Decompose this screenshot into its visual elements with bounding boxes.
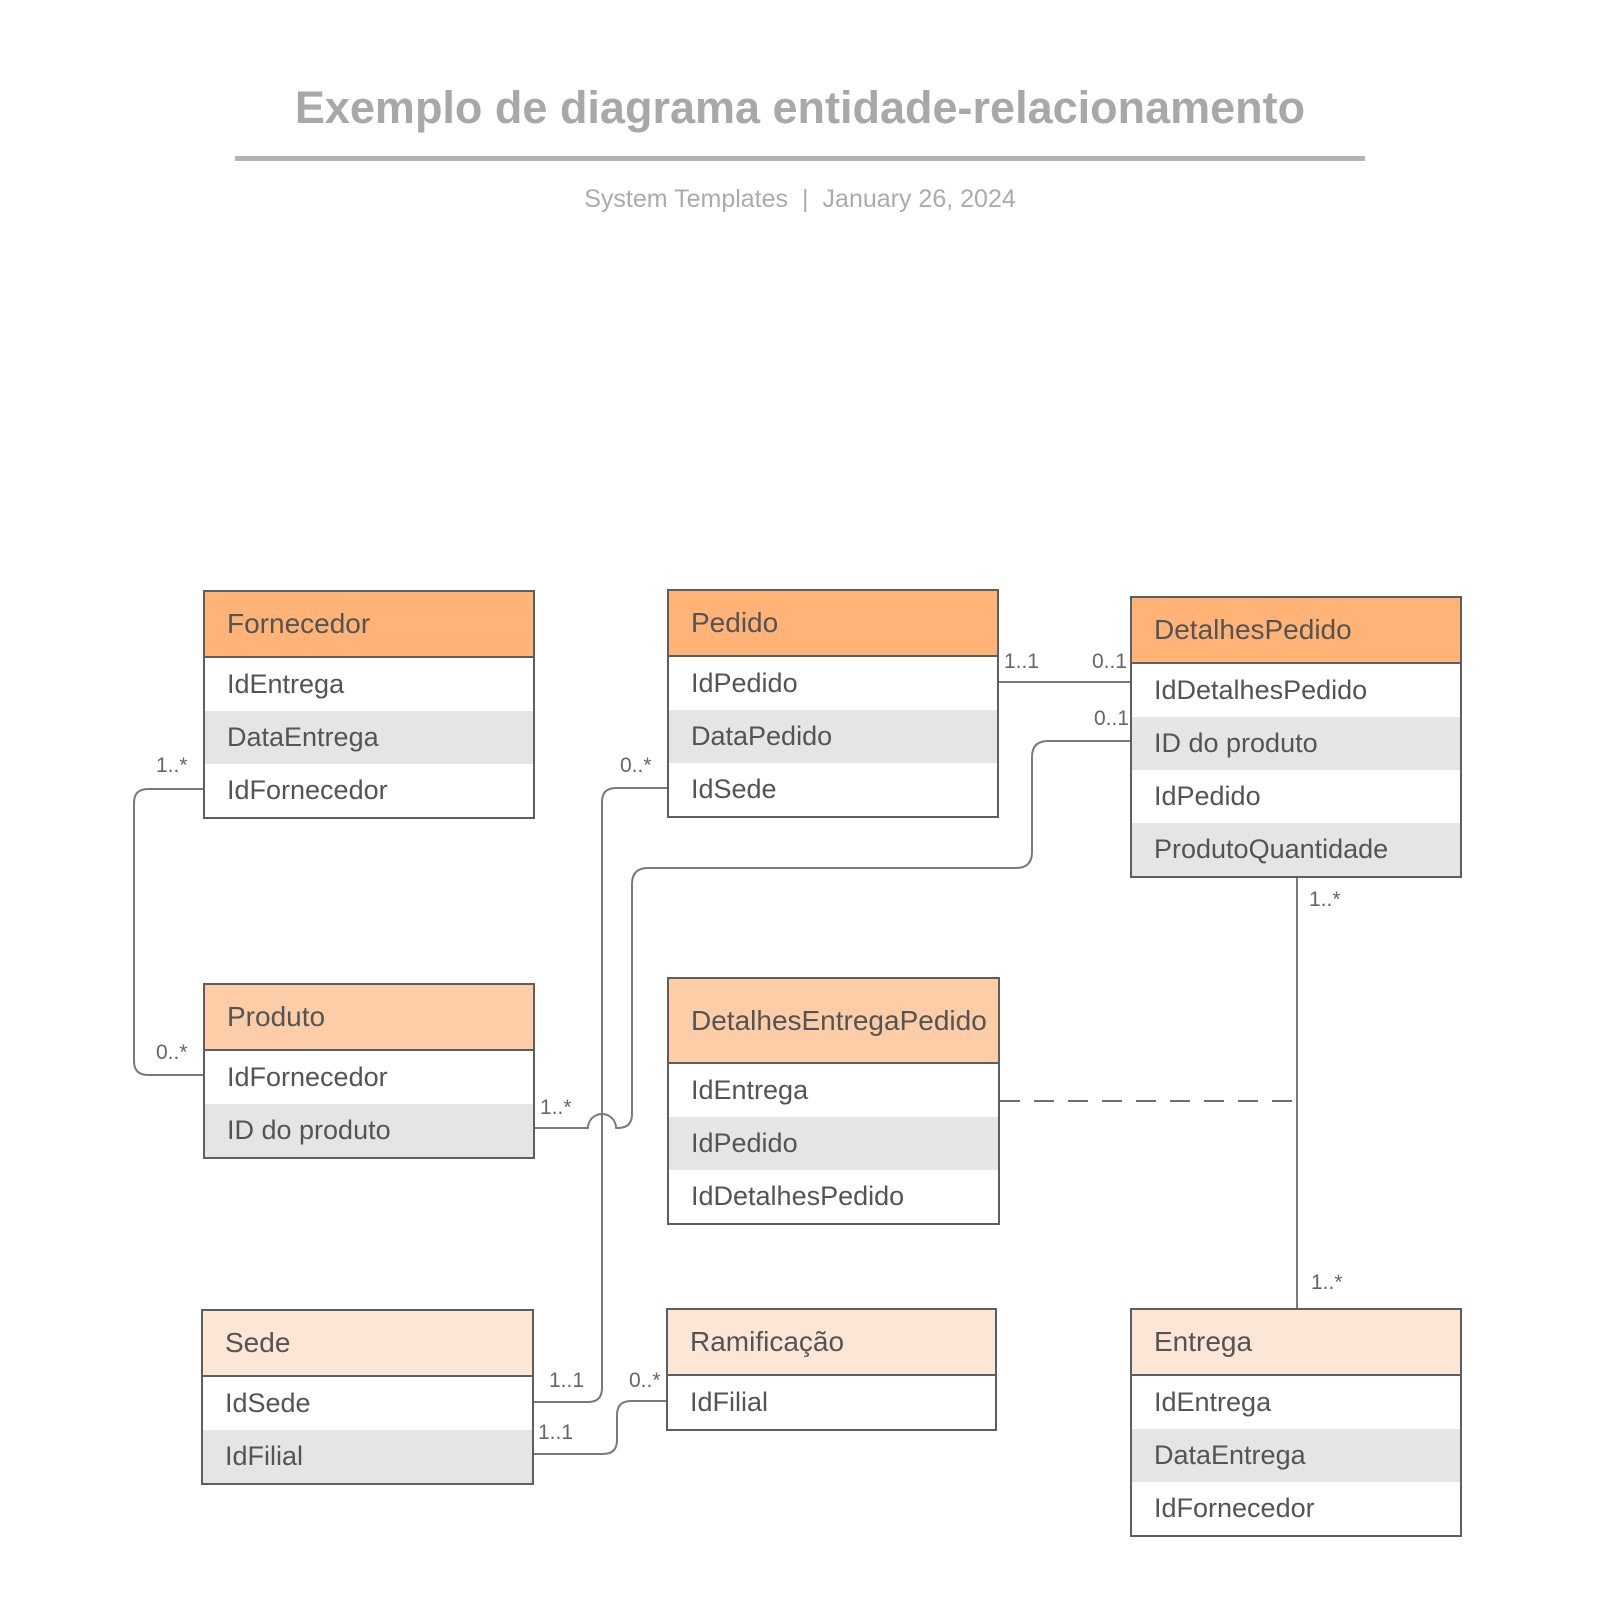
subtitle-separator: | (802, 185, 809, 213)
cardinality-label: 1..* (1311, 1271, 1343, 1294)
entity-title: Fornecedor (205, 592, 533, 658)
entity-pedido[interactable]: Pedido IdPedido DataPedido IdSede (667, 589, 999, 818)
field-row[interactable]: DataEntrega (205, 711, 533, 764)
entity-title: Produto (205, 985, 533, 1051)
field-row[interactable]: DataPedido (669, 710, 997, 763)
rel-produto-detalhespedido[interactable] (535, 740, 1130, 1129)
field-row[interactable]: IdDetalhesPedido (1132, 664, 1460, 717)
cardinality-label: 1..1 (549, 1369, 585, 1392)
entity-detalhesentregapedido[interactable]: DetalhesEntregaPedido IdEntrega IdPedido… (667, 977, 1000, 1225)
field-row[interactable]: IdEntrega (669, 1064, 998, 1117)
rel-fornecedor-produto[interactable] (133, 788, 203, 1076)
cardinality-label: 1..* (540, 1096, 572, 1119)
rel-ramificacao-sede[interactable] (534, 1400, 666, 1455)
byline: System Templates (584, 185, 789, 213)
subtitle: System Templates | January 26, 2024 (235, 185, 1365, 214)
entity-title: Sede (203, 1311, 532, 1377)
cardinality-label: 1..1 (538, 1421, 574, 1444)
field-row[interactable]: IdFornecedor (1132, 1482, 1460, 1535)
cardinality-label: 0..* (629, 1369, 661, 1392)
field-row[interactable]: IdDetalhesPedido (669, 1170, 998, 1223)
field-row[interactable]: IdFilial (203, 1430, 532, 1483)
entity-title: DetalhesEntregaPedido (669, 979, 998, 1064)
field-row[interactable]: IdPedido (669, 657, 997, 710)
date: January 26, 2024 (822, 185, 1016, 213)
entity-sede[interactable]: Sede IdSede IdFilial (201, 1309, 534, 1485)
field-row[interactable]: IdEntrega (1132, 1376, 1460, 1429)
entity-title: Pedido (669, 591, 997, 657)
field-row[interactable]: IdFornecedor (205, 764, 533, 817)
rel-pedido-sede[interactable] (534, 787, 667, 1403)
entity-detalhespedido[interactable]: DetalhesPedido IdDetalhesPedido ID do pr… (1130, 596, 1462, 878)
cardinality-label: 0..1 (1094, 707, 1130, 730)
entity-title: Entrega (1132, 1310, 1460, 1376)
cardinality-label: 0..* (620, 754, 652, 777)
field-row[interactable]: IdFornecedor (205, 1051, 533, 1104)
entity-produto[interactable]: Produto IdFornecedor ID do produto (203, 983, 535, 1159)
cardinality-label: 0..1 (1092, 650, 1128, 673)
field-row[interactable]: IdSede (669, 763, 997, 816)
title-block: Exemplo de diagrama entidade-relacioname… (235, 0, 1365, 214)
field-row[interactable]: ProdutoQuantidade (1132, 823, 1460, 876)
entity-title: Ramificação (668, 1310, 995, 1376)
entity-title: DetalhesPedido (1132, 598, 1460, 664)
field-row[interactable]: ID do produto (205, 1104, 533, 1157)
field-row[interactable]: DataEntrega (1132, 1429, 1460, 1482)
entity-fornecedor[interactable]: Fornecedor IdEntrega DataEntrega IdForne… (203, 590, 535, 819)
field-row[interactable]: IdPedido (669, 1117, 998, 1170)
cardinality-label: 1..1 (1004, 650, 1040, 673)
title-divider (235, 156, 1365, 161)
field-row[interactable]: IdFilial (668, 1376, 995, 1429)
page-title: Exemplo de diagrama entidade-relacioname… (294, 82, 1306, 133)
cardinality-label: 1..* (1309, 888, 1341, 911)
field-row[interactable]: IdPedido (1132, 770, 1460, 823)
cardinality-label: 0..* (156, 1041, 188, 1064)
entity-entrega[interactable]: Entrega IdEntrega DataEntrega IdForneced… (1130, 1308, 1462, 1537)
cardinality-label: 1..* (156, 754, 188, 777)
field-row[interactable]: IdSede (203, 1377, 532, 1430)
field-row[interactable]: ID do produto (1132, 717, 1460, 770)
entity-ramificacao[interactable]: Ramificação IdFilial (666, 1308, 997, 1431)
field-row[interactable]: IdEntrega (205, 658, 533, 711)
